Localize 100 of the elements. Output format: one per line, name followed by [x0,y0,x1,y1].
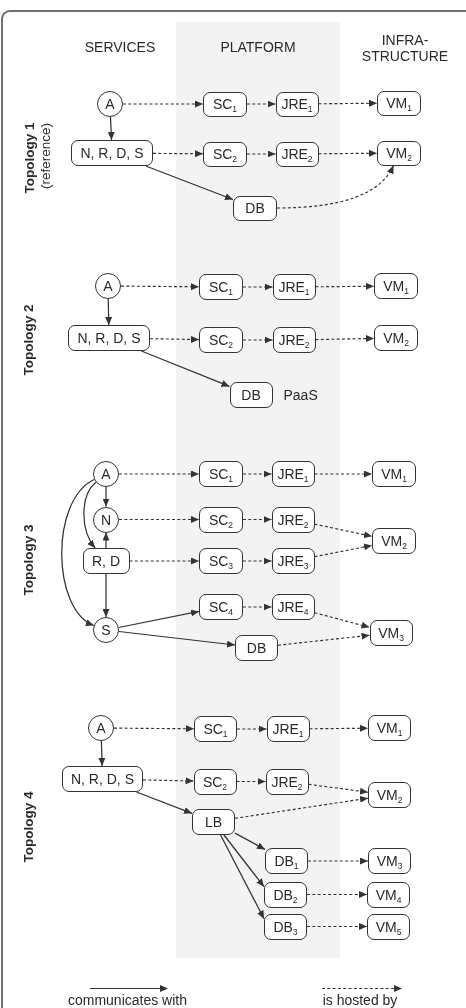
node-label: VM$_{2}$ [381,533,407,549]
component-box [271,594,315,620]
dashed-arrow [277,632,371,646]
dashed-arrow [113,725,195,733]
dashed-arrow [313,523,373,539]
node-label: SC$_{1}$ [203,721,228,737]
arrow [135,791,193,814]
dashed-arrow [306,923,368,930]
component-box [271,548,315,574]
arrow [61,478,95,627]
node-label: SC$_{2}$ [212,146,238,162]
component-box [265,768,309,795]
component-box [272,274,316,300]
node-label: JRE$_{2}$ [278,332,310,348]
node-label: SC$_{3}$ [208,553,234,569]
dashed-arrow [242,557,273,565]
dashed-arrow [242,516,273,523]
component-box [194,716,237,742]
component-box [264,913,307,940]
arrow [102,573,110,618]
component-box [271,506,315,533]
node-circle [97,91,123,117]
node-label: JRE$_{1}$ [281,96,313,112]
component-box [199,327,243,353]
node-label: DB [246,639,267,656]
node-label: S [101,622,111,638]
component-box [199,506,243,533]
component-box [374,273,418,299]
dashed-arrow [235,778,267,785]
component-box [377,140,421,166]
dashed-arrow [313,470,373,478]
component-box [193,768,237,795]
node-label: JRE$_{4}$ [277,599,309,615]
component-box [374,325,418,351]
legend-label: is hosted by [322,993,398,1007]
component-box [192,808,235,835]
component-box [369,620,413,646]
node-label: SC$_{2}$ [202,773,228,790]
dashed-arrow [313,612,371,629]
legend-label: communicates with [68,993,187,1007]
node-circle [93,506,119,533]
component-box [275,91,319,117]
node-label: A [103,278,113,294]
dashed-arrow [306,891,368,898]
dashed-arrow [246,150,277,158]
component-box [271,461,315,487]
platform-band [176,22,340,958]
dashed-arrow [118,516,200,523]
node-label: VM$_{1}$ [376,720,403,736]
arrow [118,609,200,629]
component-box [235,634,278,661]
arrow [105,298,113,326]
dashed-arrow [236,725,268,733]
component-box [71,140,153,166]
column-heading: SERVICES [84,39,156,55]
node-label: VM$_{3}$ [378,625,404,641]
dashed-arrow [242,470,273,478]
component-box [368,715,411,741]
node-label: JRE$_{3}$ [277,553,309,569]
node-label: DB [241,387,261,403]
dashed-arrow [149,335,200,343]
arrow [83,481,97,549]
node-label: DB$_{2}$ [273,886,298,903]
component-box [372,461,416,487]
arrow [107,116,115,141]
node-label: N, R, D, S [80,145,144,161]
topology-label: Topology 1 [21,122,37,194]
component-box [367,913,410,940]
arrow [102,486,110,508]
component-box [266,716,310,742]
dashed-arrow [242,336,274,344]
dashed-arrow [317,99,378,107]
dashed-arrow [307,783,369,795]
arrow [102,531,110,549]
node-label: VM$_{1}$ [386,95,412,111]
node-label: SC$_{1}$ [212,96,238,112]
node-label: VM$_{1}$ [381,466,407,482]
component-box [203,141,247,167]
component-box [368,782,411,808]
dashed-arrow [307,857,369,865]
node-circle [88,715,114,741]
dashed-arrow [120,283,200,291]
component-box [62,766,143,792]
topology-label: Topology 4 [20,791,36,863]
component-box [265,848,308,874]
topology-label: Topology 3 [20,524,36,596]
node-label: VM$_{1}$ [383,278,409,294]
topology-note: (reference) [37,123,53,189]
node-label: JRE$_{1}$ [277,466,309,482]
node-label: VM$_{3}$ [376,853,403,869]
component-box [199,461,243,487]
column-heading: INFRA- STRUCTURE [360,32,450,64]
node-label: DB$_{3}$ [273,918,298,935]
node-label: A [96,720,106,736]
component-box [229,382,273,408]
component-box [377,90,421,116]
component-box [275,141,319,167]
node-label: JRE$_{2}$ [281,146,313,162]
dashed-arrow [314,335,375,343]
node-label: LB [204,813,223,830]
